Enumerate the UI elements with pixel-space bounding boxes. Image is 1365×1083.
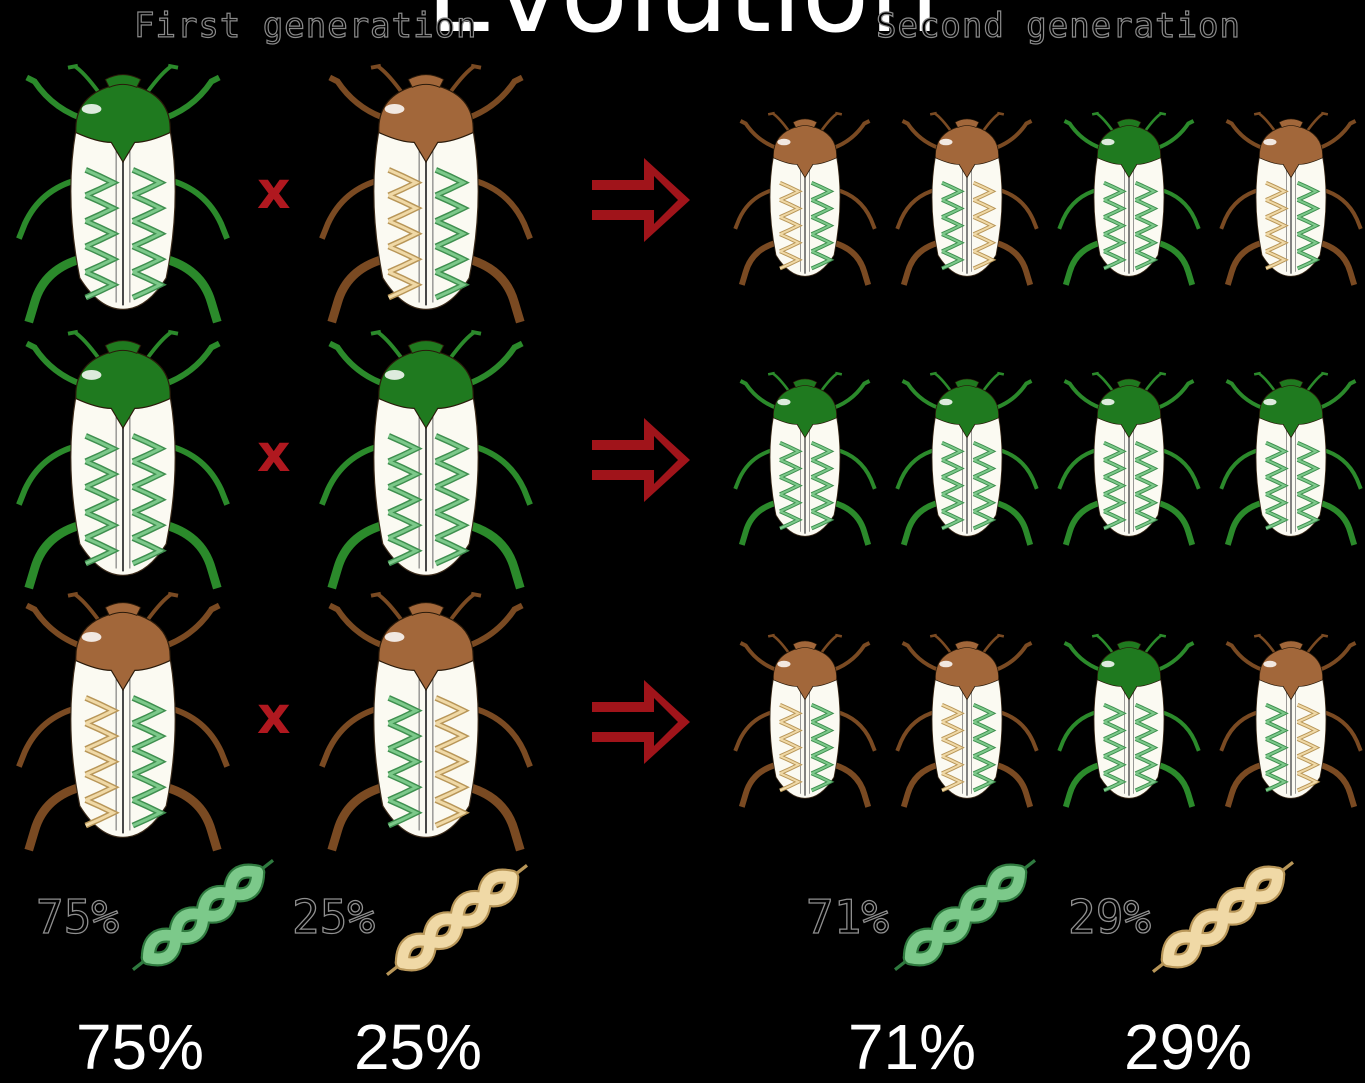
offspring-beetle [888, 100, 1046, 292]
tan-dna-strand-icon [392, 855, 522, 985]
offspring-beetle [1212, 360, 1365, 552]
right-arrow-icon [592, 158, 692, 242]
summary-percent-tan-second: 29% [1088, 1012, 1288, 1082]
parent-beetle [5, 52, 241, 327]
right-arrow-icon [592, 418, 692, 502]
first-gen-tan-allele-label: 25% [292, 892, 375, 942]
first-generation-label: First generation [134, 6, 478, 46]
offspring-beetle [1212, 100, 1365, 292]
offspring-beetle [1050, 360, 1208, 552]
parent-beetle [308, 52, 544, 327]
summary-percent-green-second: 71% [812, 1012, 1012, 1082]
offspring-beetle [726, 622, 884, 814]
parent-beetle [308, 318, 544, 593]
offspring-beetle [1050, 622, 1208, 814]
offspring-beetle [1050, 100, 1208, 292]
cross-symbol: x [257, 165, 291, 217]
summary-percent-tan-first: 25% [318, 1012, 518, 1082]
first-gen-green-allele-label: 75% [36, 892, 119, 942]
second-gen-tan-allele-label: 29% [1068, 892, 1151, 942]
parent-beetle [5, 318, 241, 593]
second-gen-green-allele-label: 71% [806, 892, 889, 942]
offspring-beetle [1212, 622, 1365, 814]
green-dna-strand-icon [138, 850, 268, 980]
offspring-beetle [726, 360, 884, 552]
cross-symbol: x [257, 690, 291, 742]
summary-percent-green-first: 75% [40, 1012, 240, 1082]
offspring-beetle [726, 100, 884, 292]
parent-beetle [308, 580, 544, 855]
tan-dna-strand-icon [1158, 852, 1288, 982]
parent-beetle [5, 580, 241, 855]
offspring-beetle [888, 622, 1046, 814]
offspring-beetle [888, 360, 1046, 552]
right-arrow-icon [592, 680, 692, 764]
second-generation-label: Second generation [876, 6, 1241, 46]
green-dna-strand-icon [900, 850, 1030, 980]
cross-symbol: x [257, 428, 291, 480]
